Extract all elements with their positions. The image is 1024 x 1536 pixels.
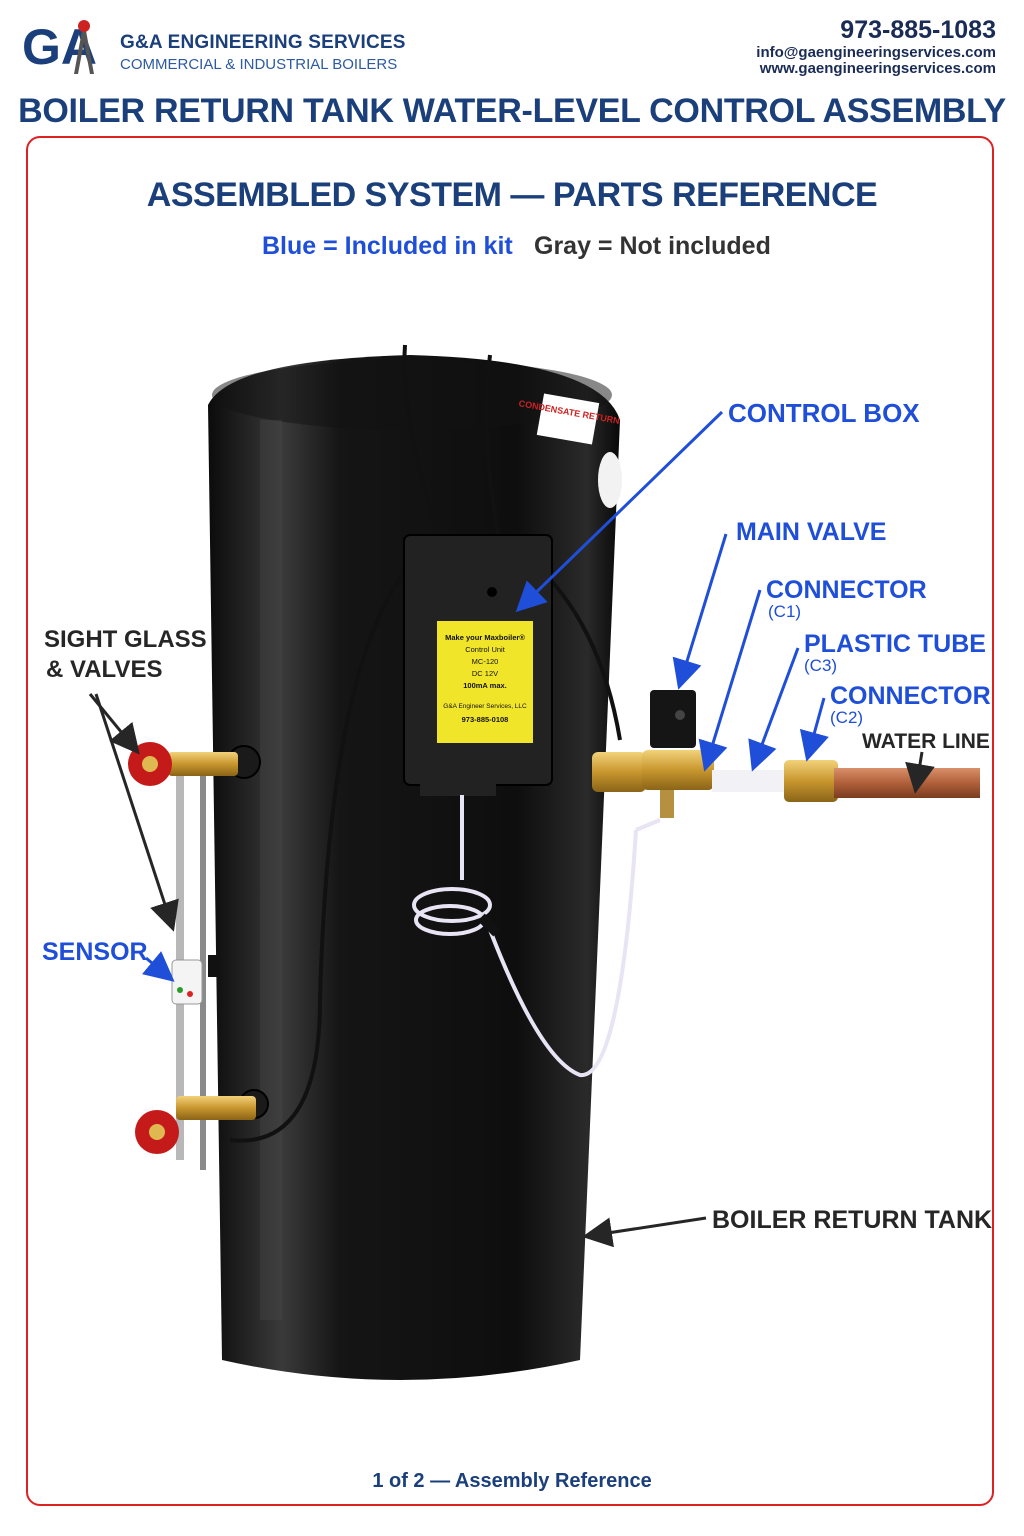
main-valve-pointer (672, 533, 728, 690)
legend-not-included: Gray = Not included (534, 232, 771, 260)
label-control-box: CONTROL BOX (728, 398, 920, 428)
label-connector-c1: CONNECTOR (766, 576, 927, 604)
legend-included: Blue = Included in kit (262, 232, 513, 260)
label-main-valve: MAIN VALVE (736, 518, 887, 546)
label-connector-c2-code: (C2) (830, 708, 864, 727)
connector-c2-pointer (799, 697, 829, 762)
connector-c2 (784, 760, 838, 802)
diagram-frame (26, 136, 994, 1506)
label-connector-c2: CONNECTOR (830, 682, 991, 710)
cable-connector (477, 913, 501, 937)
page-footer: 1 of 2 — Assembly Reference (372, 1470, 652, 1492)
label-connector-c1-code: (C1) (768, 602, 802, 621)
boiler-return-tank (208, 355, 620, 1380)
control-box-pointer (515, 410, 724, 613)
contact-block: 973-885-1083 info@gaengineeringservices.… (756, 16, 996, 77)
label-sensor: SENSOR (42, 938, 148, 966)
company-name: G&A ENGINEERING SERVICES (120, 32, 406, 53)
control-box: Make your Maxboiler® Control Unit MC-120… (403, 534, 553, 796)
water-line-pointer (905, 751, 935, 794)
control-box-text-7: 973-885-0108 (462, 715, 509, 724)
plastic-tube-pointer (748, 647, 800, 772)
lower-hand-valve (135, 1110, 179, 1154)
website-url[interactable]: www.gaengineeringservices.com (759, 60, 996, 77)
page-title: BOILER RETURN TANK WATER-LEVEL CONTROL A… (18, 92, 1006, 130)
tank-pointer (582, 1216, 707, 1248)
control-box-text-1: Make your Maxboiler® (445, 633, 525, 642)
control-box-text-4: DC 12V (472, 669, 498, 678)
sensor-pointer (141, 951, 175, 982)
company-tagline: COMMERCIAL & INDUSTRIAL BOILERS (120, 56, 398, 73)
label-sight-glass-valves: & VALVES (46, 656, 163, 683)
diagram-subtitle: ASSEMBLED SYSTEM — PARTS REFERENCE (146, 176, 878, 214)
label-water-line: WATER LINE (862, 730, 990, 753)
control-box-text-2: Control Unit (465, 645, 506, 654)
sight-glass-pointer-glass (94, 693, 179, 932)
label-plastic-tube: PLASTIC TUBE (804, 630, 986, 658)
level-sensor (171, 959, 203, 1005)
company-logo: GA (22, 19, 97, 75)
connector-c1-pointer (698, 589, 762, 772)
control-box-text-5: 100mA max. (463, 681, 507, 690)
main-valve-assembly (592, 690, 714, 818)
phone-number[interactable]: 973-885-1083 (840, 16, 996, 44)
plastic-tube-c3 (712, 770, 788, 792)
control-box-text-3: MC-120 (472, 657, 499, 666)
copper-water-line (834, 768, 980, 798)
company-block: G&A ENGINEERING SERVICES COMMERCIAL & IN… (120, 32, 406, 73)
header: GA G&A ENGINEERING SERVICES COMMERCIAL &… (0, 0, 1024, 90)
label-boiler-return-tank: BOILER RETURN TANK (712, 1206, 993, 1234)
label-plastic-tube-code: (C3) (804, 656, 838, 675)
email-address[interactable]: info@gaengineeringservices.com (756, 44, 996, 61)
tank-port-cap (598, 452, 622, 508)
sensor-cable-coil (412, 795, 661, 1078)
label-sight-glass: SIGHT GLASS (44, 626, 207, 653)
control-box-text-6: G&A Engineer Services, LLC (443, 703, 527, 710)
